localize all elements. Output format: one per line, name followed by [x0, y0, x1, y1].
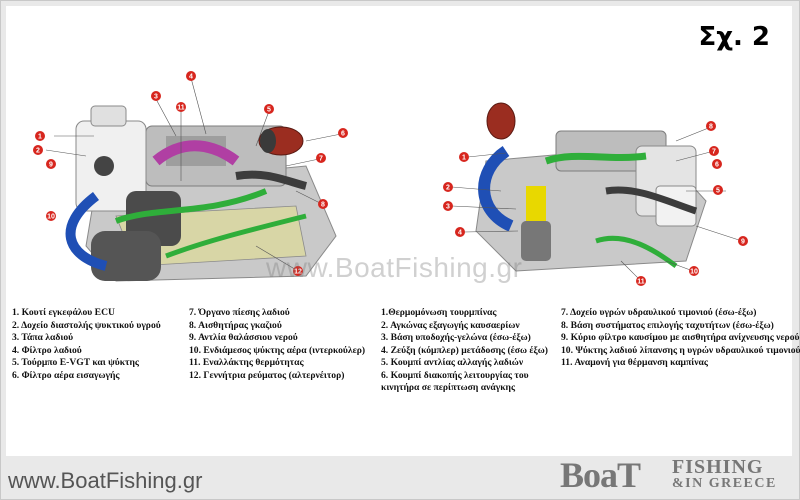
legend-left-engine-col1: 1. Κουτί εγκεφάλου ECU 2. Δοχείο διαστολ…	[12, 307, 161, 382]
left-callout-11-num: 11	[177, 105, 185, 112]
left-callout-2	[33, 145, 43, 155]
left-callout-11	[176, 102, 186, 112]
left-callout-3	[151, 91, 161, 101]
right-callout-4	[455, 227, 465, 237]
left-callout-5	[264, 104, 274, 114]
figure-panel: Σχ. 2	[6, 6, 800, 456]
legend-item: 4. Ζεύξη (κόμπλερ) μετάδοσης (έσω έξω)	[381, 344, 548, 356]
right-callout-3-num: 3	[446, 204, 450, 211]
legend-right-engine-col2: 7. Δοχείο υγρών υδραυλικού τιμονιού (έσω…	[561, 307, 800, 370]
left-callout-12	[293, 266, 303, 276]
left-callout-7	[316, 153, 326, 163]
right-callout-2	[443, 182, 453, 192]
left-callout-6	[338, 128, 348, 138]
legend-item: 6. Κουμπί διακοπής λειτουργίας του	[381, 369, 529, 381]
legend-item: 4. Φίλτρο λαδιού	[12, 344, 82, 356]
left-callout-10	[46, 211, 56, 221]
watermark-text: www.BoatFishing.gr	[266, 252, 523, 283]
right-callout-11-num: 11	[637, 279, 645, 286]
right-callout-2-num: 2	[446, 185, 450, 192]
right-callout-9	[738, 236, 748, 246]
legend-item: 2. Αγκώνας εξαγωγής καυσαερίων	[381, 319, 520, 331]
legend-right-engine-col1: 1.Θερμομόνωση τουρμπίνας 2. Αγκώνας εξαγ…	[381, 307, 548, 395]
legend-item: 10. Ψύκτης λαδιού λίπανσης η υγρών υδραυ…	[561, 344, 800, 356]
right-callout-3	[443, 201, 453, 211]
right-callout-1-num: 1	[462, 155, 466, 162]
legend-item: 3. Τάπα λαδιού	[12, 332, 74, 343]
left-callout-1	[35, 131, 45, 141]
legend-item: 3. Βάση υποδοχής-γελώνα (έσω-έξω)	[381, 332, 531, 343]
right-callout-8	[706, 121, 716, 131]
right-callout-10-num: 10	[690, 269, 698, 276]
legend-item: 2. Δοχείο διαστολής ψυκτικού υγρού	[12, 319, 161, 331]
figure-title: Σχ. 2	[698, 22, 770, 52]
legend-item: 8. Αισθητήρας γκαζιού	[189, 319, 282, 331]
boatfishing-logo: BoaT FISHING &IN GREECE	[560, 455, 792, 496]
legend-item: 5. Κουμπί αντλίας αλλαγής λαδιών	[381, 357, 524, 368]
right-callout-9-num: 9	[741, 239, 745, 246]
left-callout-9-num: 9	[49, 162, 53, 169]
logo-ingreece-text: &IN GREECE	[672, 476, 777, 491]
left-callout-3-num: 3	[154, 94, 158, 101]
left-callout-1-num: 1	[38, 134, 42, 141]
legend-item: 9. Αντλία θαλάσσιου νερού	[189, 332, 298, 343]
left-callout-4	[186, 71, 196, 81]
left-callout-8	[318, 199, 328, 209]
legend-item: 8. Βάση συστήματος επιλογής ταχυτήτων (έ…	[561, 319, 774, 331]
right-callout-8-num: 8	[709, 124, 713, 131]
left-callout-4-num: 4	[189, 74, 193, 81]
legend-item: 6. Φίλτρο αέρα εισαγωγής	[12, 369, 120, 381]
right-callout-7	[709, 146, 719, 156]
legend-item: 10. Ενδιάμεσος ψύκτης αέρα (ιντερκούλερ)	[189, 344, 366, 356]
right-callout-5-num: 5	[716, 188, 720, 195]
legend-item: 7. Δοχείο υγρών υδραυλικού τιμονιού (έσω…	[561, 307, 757, 318]
left-callout-5-num: 5	[267, 107, 271, 114]
legend-item: 7. Όργανο πίεσης λαδιού	[189, 307, 290, 318]
left-callout-2-num: 2	[36, 148, 40, 155]
logo-fishing-text: FISHING	[672, 456, 764, 478]
left-callout-12-num: 12	[294, 269, 302, 276]
left-engine-illustration: 1 2 3 4 5 6 7 8 9 10 11 12	[33, 71, 348, 282]
legend-item: 1.Θερμομόνωση τουρμπίνας	[381, 307, 497, 318]
footer-website-url: www.BoatFishing.gr	[8, 468, 203, 493]
legend-item: 11. Αναμονή για θέρμανση καμπίνας	[561, 357, 708, 368]
right-callout-5	[713, 185, 723, 195]
right-callout-4-num: 4	[458, 230, 462, 237]
left-callout-7-num: 7	[319, 156, 323, 163]
legend-left-engine-col2: 7. Όργανο πίεσης λαδιού 8. Αισθητήρας γκ…	[189, 307, 365, 382]
legend-item: 1. Κουτί εγκεφάλου ECU	[12, 307, 115, 318]
right-callout-10	[689, 266, 699, 276]
legend-item: 12. Γεννήτρια ρεύματος (αλτερνέιτορ)	[189, 369, 345, 381]
right-callout-7-num: 7	[712, 149, 716, 156]
legend-item: κινητήρα σε περίπτωση ανάγκης	[381, 382, 516, 393]
left-callout-10-num: 10	[47, 214, 55, 221]
left-callout-9	[46, 159, 56, 169]
legend-item: 5. Τούρμπο E-VGT και ψύκτης	[12, 357, 139, 368]
left-callout-6-num: 6	[341, 131, 345, 138]
right-callout-11	[636, 276, 646, 286]
logo-boat-text: BoaT	[560, 455, 641, 495]
right-engine-illustration: 1 2 3 4 5 6 7 8 9 10 11	[443, 102, 748, 286]
right-callout-1	[459, 152, 469, 162]
legend-item: 11. Εναλλάκτης θερμότητας	[189, 357, 304, 368]
right-callout-6	[712, 159, 722, 169]
right-callout-6-num: 6	[715, 162, 719, 169]
left-callout-8-num: 8	[321, 202, 325, 209]
legend-item: 9. Κύριο φίλτρο καυσίμου με αισθητήρα αν…	[561, 332, 800, 343]
